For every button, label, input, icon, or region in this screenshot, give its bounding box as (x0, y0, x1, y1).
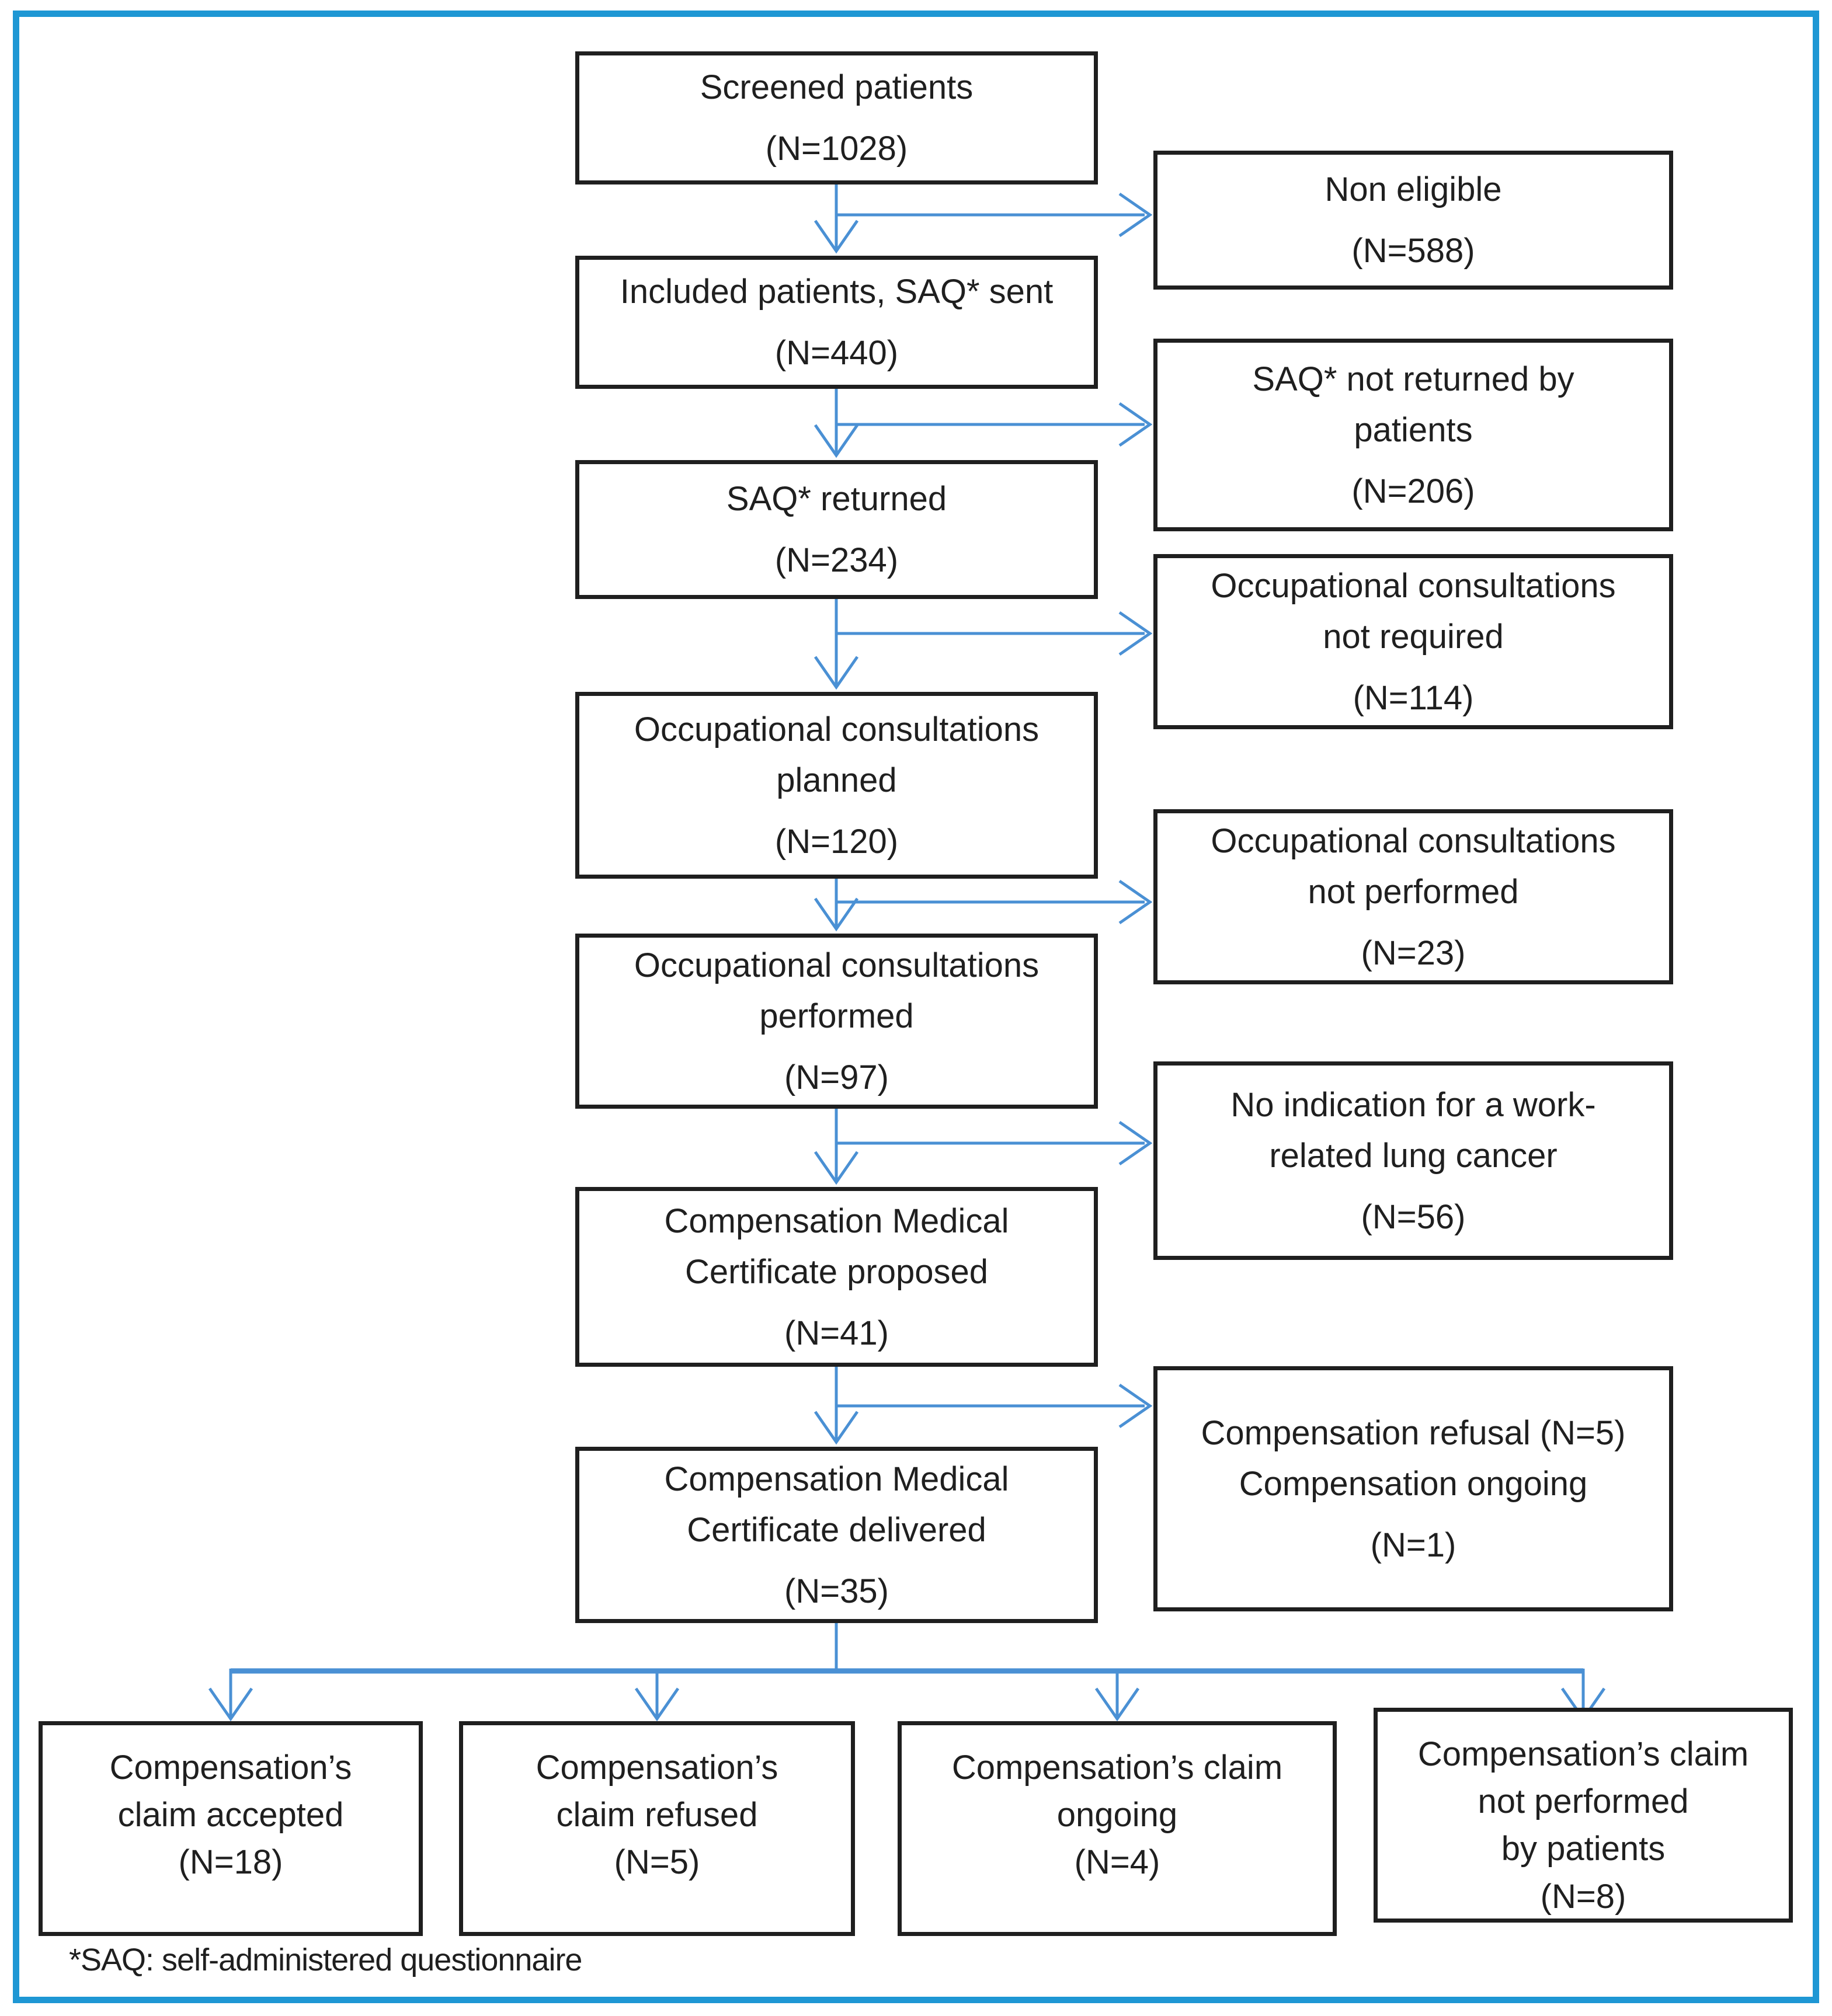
box-label: Compensation’s claim not performed by pa… (1417, 1735, 1749, 1916)
box-occupational-consultations-not-performed: Occupational consultations not performed… (1153, 809, 1673, 984)
arrow-to-saq-not-returned (836, 402, 1153, 447)
box-count: (N=23) (1361, 934, 1466, 972)
box-screened-patients: Screened patients (N=1028) (575, 51, 1098, 184)
box-label: Compensation’s claim ongoing (N=4) (951, 1749, 1283, 1882)
box-label: Occupational consultations not required (1211, 566, 1616, 656)
box-label: Compensation refusal (N=5) Compensation … (1201, 1413, 1626, 1503)
arrow-to-no-indication (836, 1120, 1153, 1166)
box-count: (N=234) (774, 541, 899, 579)
box-label: Screened patients (700, 68, 974, 106)
box-occupational-consultations-not-required: Occupational consultations not required … (1153, 554, 1673, 729)
box-count: (N=114) (1353, 678, 1474, 717)
box-claim-ongoing: Compensation’s claim ongoing (N=4) (898, 1721, 1337, 1936)
box-count: (N=120) (774, 822, 899, 861)
arrow-to-claim-refused (634, 1669, 680, 1722)
box-label: Compensation Medical Certificate propose… (664, 1202, 1009, 1291)
box-cmc-proposed: Compensation Medical Certificate propose… (575, 1187, 1098, 1367)
box-count: (N=56) (1361, 1197, 1466, 1236)
arrow-to-refusal-ongoing (836, 1383, 1153, 1429)
box-occupational-consultations-planned: Occupational consultations planned (N=12… (575, 692, 1098, 879)
arrow-to-claim-accepted (208, 1669, 253, 1722)
box-count: (N=440) (774, 334, 899, 372)
box-no-indication-work-related: No indication for a work- related lung c… (1153, 1061, 1673, 1260)
box-cmc-delivered: Compensation Medical Certificate deliver… (575, 1447, 1098, 1623)
box-label: Compensation’s claim accepted (N=18) (109, 1749, 352, 1882)
arrow-to-non-eligible (836, 192, 1153, 238)
box-count: (N=97) (784, 1058, 889, 1096)
box-label: Included patients, SAQ* sent (620, 273, 1054, 311)
box-included-patients: Included patients, SAQ* sent (N=440) (575, 256, 1098, 389)
box-compensation-refusal-ongoing: Compensation refusal (N=5) Compensation … (1153, 1366, 1673, 1611)
box-count: (N=35) (784, 1572, 889, 1610)
box-label: Occupational consultations not performed (1211, 821, 1616, 911)
arrow-performed-to-proposed (814, 1109, 859, 1185)
box-label: SAQ* not returned by patients (1252, 360, 1574, 449)
arrow-to-not-required (836, 611, 1153, 656)
footnote-saq-definition: *SAQ: self-administered questionnaire (69, 1942, 582, 1977)
box-count: (N=41) (784, 1314, 889, 1352)
arrow-returned-to-planned (814, 599, 859, 690)
box-occupational-consultations-performed: Occupational consultations performed (N=… (575, 934, 1098, 1109)
box-claim-not-performed: Compensation’s claim not performed by pa… (1374, 1708, 1793, 1923)
arrow-planned-to-performed (814, 879, 859, 932)
box-saq-returned: SAQ* returned (N=234) (575, 460, 1098, 599)
box-count: (N=588) (1351, 232, 1475, 270)
box-label: Compensation’s claim refused (N=5) (536, 1749, 778, 1882)
arrow-to-not-performed (836, 879, 1153, 925)
box-count: (N=1) (1370, 1526, 1456, 1564)
box-non-eligible: Non eligible (N=588) (1153, 151, 1673, 290)
box-saq-not-returned: SAQ* not returned by patients (N=206) (1153, 339, 1673, 531)
box-label: Non eligible (1325, 170, 1502, 208)
box-label: No indication for a work- related lung c… (1230, 1085, 1596, 1175)
arrow-screened-to-included (814, 184, 859, 254)
box-count: (N=1028) (765, 130, 908, 168)
box-label: Occupational consultations planned (634, 710, 1040, 799)
arrow-included-to-returned (814, 389, 859, 458)
box-claim-refused: Compensation’s claim refused (N=5) (459, 1721, 855, 1936)
box-label: Occupational consultations performed (634, 946, 1040, 1035)
box-count: (N=206) (1351, 472, 1475, 510)
box-label: Compensation Medical Certificate deliver… (664, 1460, 1009, 1549)
arrow-to-claim-ongoing (1094, 1669, 1140, 1722)
box-label: SAQ* returned (726, 480, 947, 518)
box-claim-accepted: Compensation’s claim accepted (N=18) (39, 1721, 423, 1936)
